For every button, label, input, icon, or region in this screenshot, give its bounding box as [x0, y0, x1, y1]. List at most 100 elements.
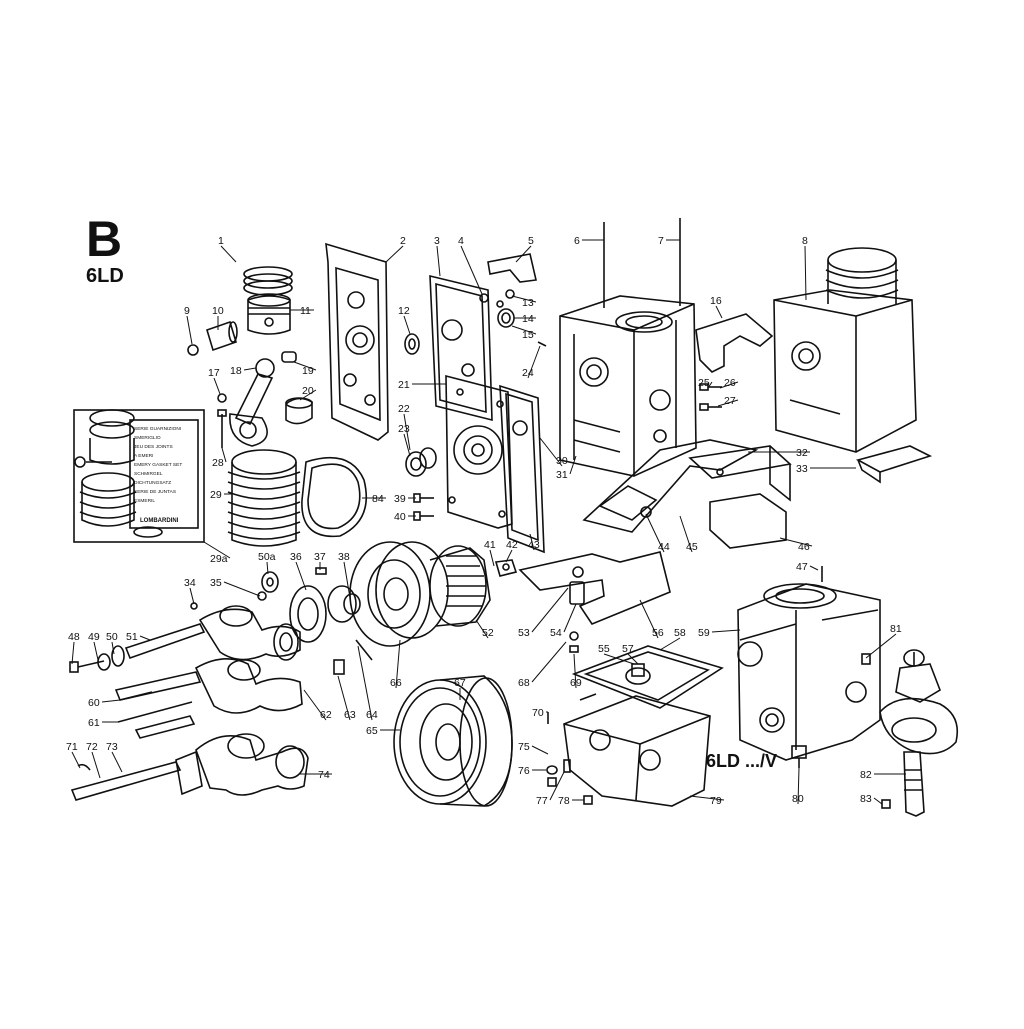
leader-line-4: [460, 245, 483, 295]
callout-55: 55: [598, 643, 610, 655]
callout-10: 10: [212, 305, 224, 317]
callout-8: 8: [802, 235, 808, 247]
piston-pin: [206, 320, 238, 352]
leader-line-19: [293, 361, 317, 371]
callout-49: 49: [88, 631, 100, 643]
cover-screws: [413, 493, 434, 521]
seal-ring: [343, 593, 361, 615]
callout-62: 62: [320, 709, 332, 721]
leader-line-58: [659, 637, 681, 651]
callout-51: 51: [126, 631, 138, 643]
callout-27: 27: [724, 395, 736, 407]
callout-58: 58: [674, 627, 686, 639]
callout-76: 76: [518, 765, 530, 777]
leader-line-38: [343, 561, 351, 599]
v-crankshaft: [879, 649, 959, 817]
bushing: [497, 308, 515, 328]
callout-73: 73: [106, 741, 118, 753]
callout-84: 84: [372, 493, 384, 505]
crankcase-side-cover: [325, 242, 389, 441]
leader-line-34: [189, 587, 195, 605]
screw-37: [315, 567, 327, 575]
callout-2: 2: [400, 235, 406, 247]
callout-39: 39: [394, 493, 406, 505]
callout-80: 80: [792, 793, 804, 805]
callout-57: 57: [622, 643, 634, 655]
callout-45: 45: [686, 541, 698, 553]
leader-line-41: [489, 549, 495, 567]
callout-42: 42: [506, 539, 518, 551]
crankcase: [559, 295, 697, 477]
gasket-card-line: A EMERI: [134, 453, 153, 459]
spacer-nut: [333, 639, 373, 675]
leader-line-45: [679, 515, 693, 553]
connecting-rod: [229, 358, 275, 447]
leader-line-48: [71, 641, 75, 665]
callout-22: 22: [398, 403, 410, 415]
leader-line-71: [71, 751, 81, 769]
callout-1: 1: [218, 235, 224, 247]
leader-line-35: [223, 581, 261, 597]
oil-strainer-guard: [518, 551, 671, 625]
engine-mount-brackets: [582, 439, 792, 549]
leader-line-69: [573, 653, 577, 689]
callout-24: 24: [522, 367, 534, 379]
sump-nut: [569, 631, 579, 653]
callout-47: 47: [796, 561, 808, 573]
leader-line-55: [603, 653, 635, 665]
callout-25: 25: [698, 377, 710, 389]
crankcase-v-variant: [773, 247, 917, 453]
leader-line-3: [436, 245, 441, 277]
callout-83: 83: [860, 793, 872, 805]
leader-line-20: [299, 389, 317, 401]
callout-48: 48: [68, 631, 80, 643]
timing-cover-gasket: [429, 274, 493, 422]
leader-line-24: [527, 345, 541, 379]
leader-line-23: [403, 433, 411, 457]
callout-5: 5: [528, 235, 534, 247]
gasket-card-line: DICHTUNGSATZ: [134, 480, 171, 486]
leader-line-13: [511, 295, 537, 303]
oil-sump: [563, 663, 711, 807]
callout-63: 63: [344, 709, 356, 721]
gasket-card-line: ESMERIL: [134, 498, 155, 504]
leader-line-50a: [266, 561, 269, 575]
leader-line-2: [385, 245, 404, 263]
callout-43: 43: [528, 539, 540, 551]
callout-82: 82: [860, 769, 872, 781]
leader-line-8: [804, 245, 807, 301]
callout-64: 64: [366, 709, 378, 721]
leader-line-36: [295, 561, 307, 591]
callout-40: 40: [394, 511, 406, 523]
leader-line-51: [139, 635, 151, 641]
callout-44: 44: [658, 541, 670, 553]
leader-line-15: [511, 325, 537, 335]
engine-model: 6LD: [86, 265, 124, 287]
callout-70: 70: [532, 707, 544, 719]
callout-29: 29: [210, 489, 222, 501]
leader-line-53: [531, 587, 569, 633]
small-washer: [257, 591, 267, 601]
callout-34: 34: [184, 577, 196, 589]
gasket-card-line: SERIE DE JUNTAS: [134, 489, 176, 495]
nut: [505, 289, 515, 299]
callout-38: 38: [338, 551, 350, 563]
leader-line-73: [111, 751, 123, 773]
leader-line-54: [563, 603, 577, 633]
nut-lock: [494, 559, 518, 577]
callout-30: 30: [556, 455, 568, 467]
callout-31: 31: [556, 469, 568, 481]
flat-washer: [261, 571, 279, 593]
gasket-card-brand: LOMBARDINI: [140, 518, 179, 524]
callout-59: 59: [698, 627, 710, 639]
oil-seal: [404, 333, 420, 355]
callout-56: 56: [652, 627, 664, 639]
leader-line-26: [719, 381, 739, 389]
oil-sump-gasket: [571, 645, 724, 709]
leader-line-66: [395, 639, 401, 689]
gasket-card-line: JEU DES JOINTS: [134, 444, 173, 450]
leader-line-59: [711, 629, 741, 633]
callout-18: 18: [230, 365, 242, 377]
flywheel-ring-gear: [393, 675, 513, 807]
